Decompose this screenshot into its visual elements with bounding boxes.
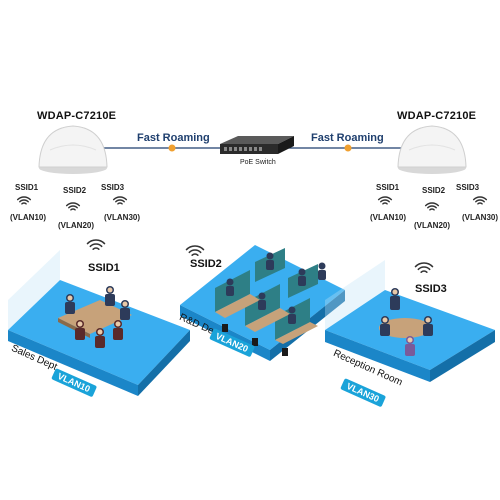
right-ap-ssid2: SSID2: [422, 186, 446, 195]
reception-meeting-group: [379, 288, 433, 356]
rnd-workstations: [215, 248, 326, 356]
poe-switch-device: [220, 136, 294, 154]
left-ap-ssid2: SSID2: [63, 186, 87, 195]
right-ap-ssid1: SSID1: [376, 183, 400, 192]
left-ap-vlan30: (VLAN30): [104, 213, 141, 222]
right-ap-vlan20: (VLAN20): [414, 221, 451, 230]
right-ap-vlan30: (VLAN30): [462, 213, 499, 222]
right-ap-ssid3: SSID3: [456, 183, 480, 192]
left-ap-ssid3: SSID3: [101, 183, 125, 192]
right-fast-roaming-label: Fast Roaming: [311, 132, 384, 144]
reception-ssid-label: SSID3: [415, 283, 447, 295]
sales-wifi-icon: [86, 239, 106, 250]
poe-switch-label: PoE Switch: [240, 159, 276, 166]
reception-wifi-icon: [414, 262, 434, 273]
left-link-dot: [168, 144, 176, 152]
right-ap-model-label: WDAP-C7210E: [397, 110, 477, 122]
rnd-wifi-icon: [185, 245, 205, 256]
right-access-point-device: [397, 125, 467, 174]
network-topology: [16, 125, 488, 211]
left-ap-vlan20: (VLAN20): [58, 221, 95, 230]
right-ap-vlan10: (VLAN10): [370, 213, 407, 222]
left-access-point-device: [38, 125, 108, 174]
left-ap-model-label: WDAP-C7210E: [37, 110, 117, 122]
left-fast-roaming-label: Fast Roaming: [137, 132, 210, 144]
right-ap-wifi-icons: [377, 196, 488, 211]
rnd-ssid-label: SSID2: [190, 258, 222, 270]
left-ap-ssid1: SSID1: [15, 183, 39, 192]
office-rooms: [8, 239, 495, 396]
sales-meeting-group: [58, 286, 132, 348]
left-ap-vlan10: (VLAN10): [10, 213, 47, 222]
sales-ssid-label: SSID1: [88, 262, 120, 274]
right-link-dot: [344, 144, 352, 152]
left-ap-wifi-icons: [16, 196, 128, 211]
